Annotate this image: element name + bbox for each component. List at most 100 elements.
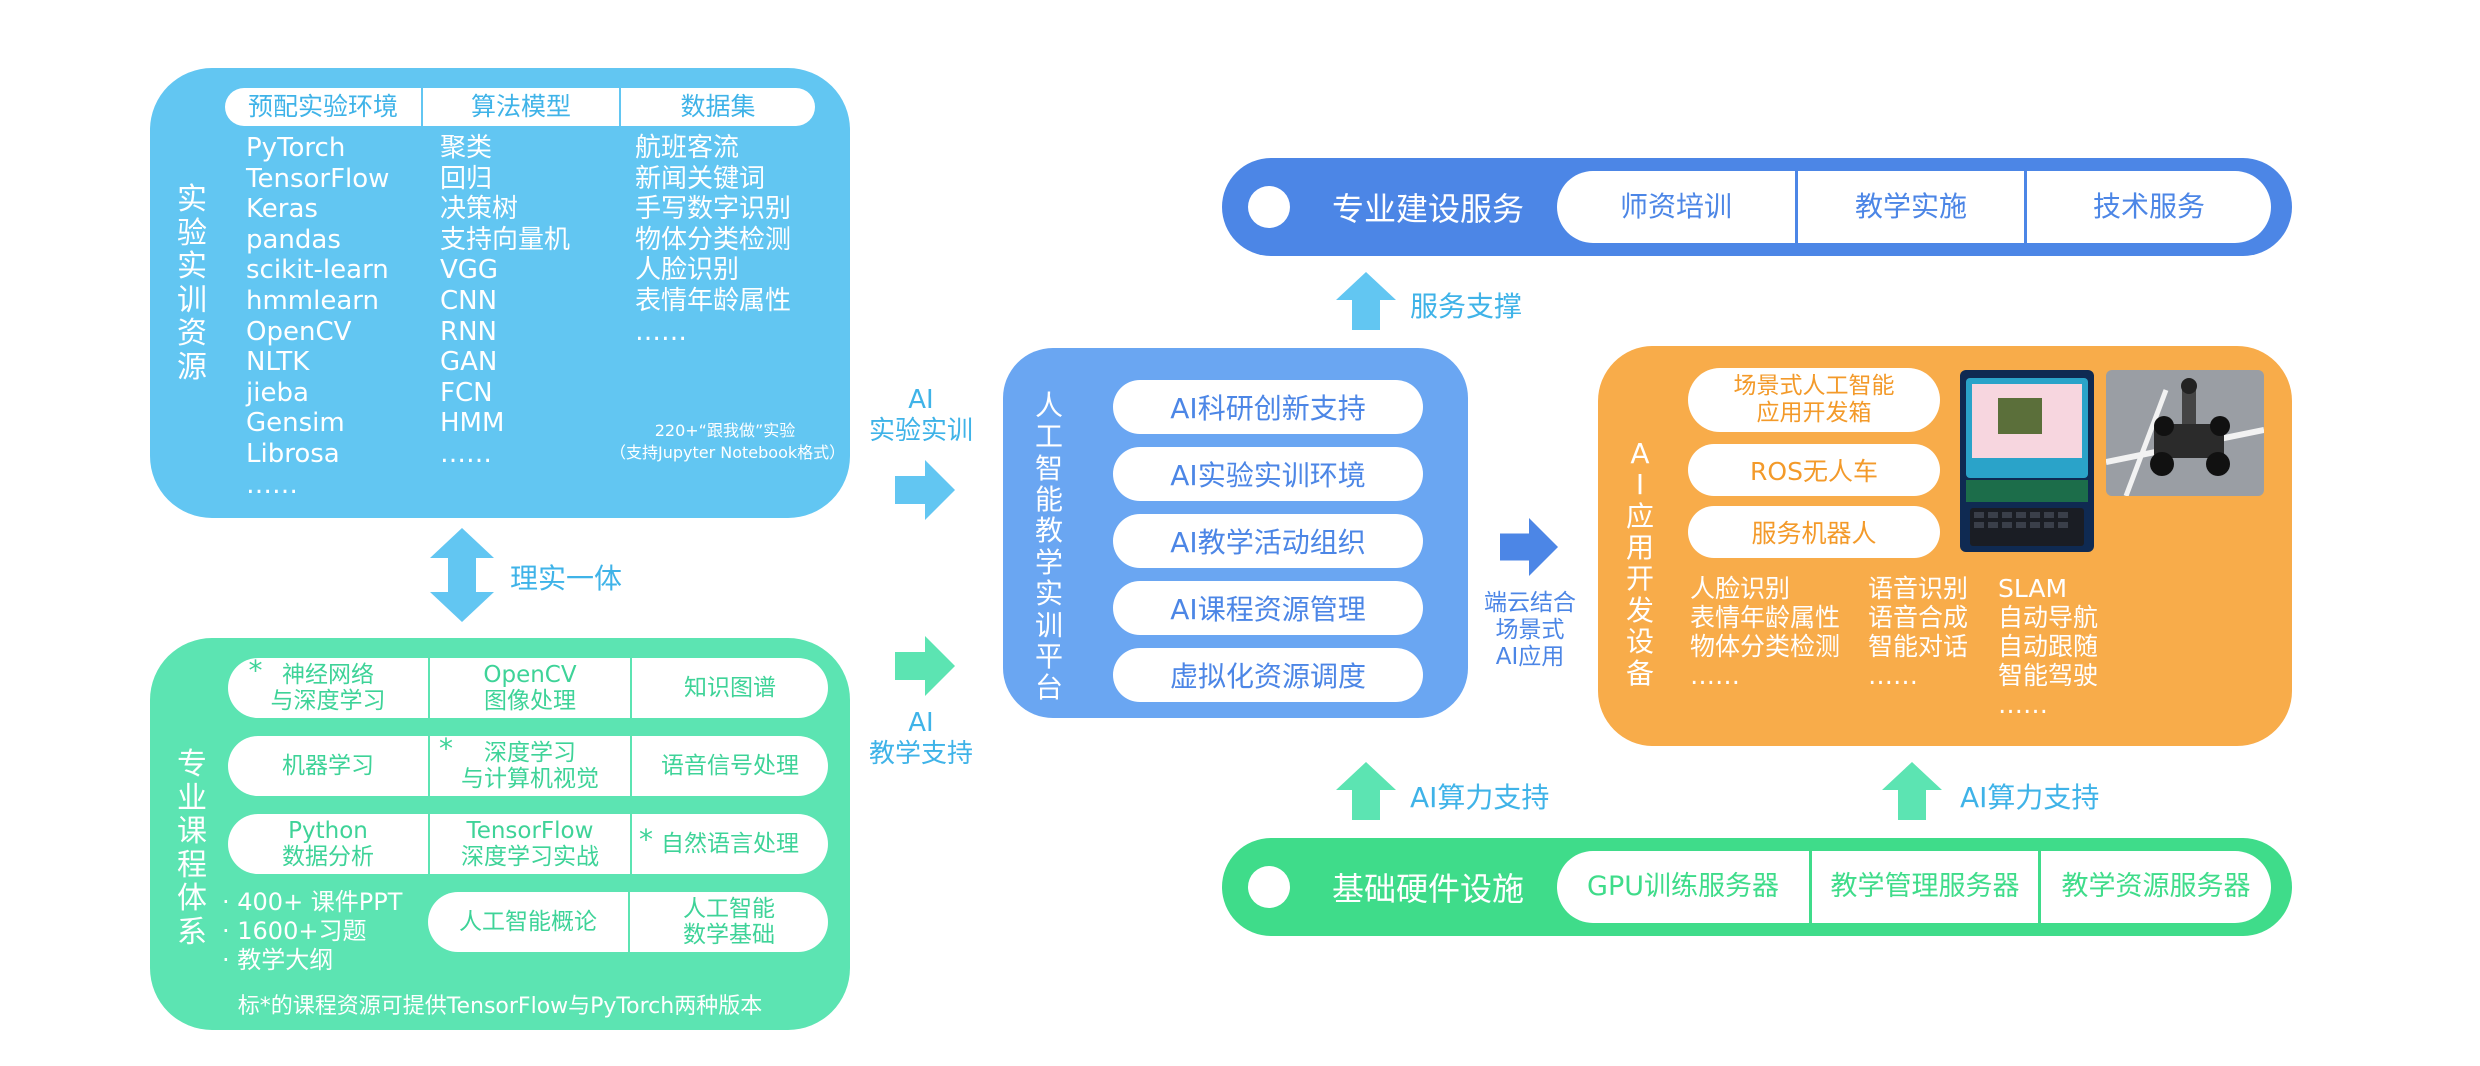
c-r1-2: 知识图谱 bbox=[684, 675, 776, 701]
c-r1-1: OpenCV 图像处理 bbox=[483, 662, 576, 714]
list-item: FCN bbox=[440, 377, 493, 408]
link-label: 理实一体 bbox=[510, 562, 623, 595]
list-item: scikit-learn bbox=[246, 255, 389, 286]
list-item: jieba bbox=[246, 377, 309, 408]
platform-item[interactable]: AI教学活动组织 bbox=[1113, 514, 1423, 568]
device-scene-box[interactable]: 场景式人工智能 应用开发箱 bbox=[1688, 368, 1940, 432]
list-item: HMM bbox=[440, 408, 505, 439]
hardware-items: GPU训练服务器 教学管理服务器 教学资源服务器 bbox=[1557, 851, 2271, 923]
service-training[interactable]: 师资培训 bbox=[1557, 171, 1798, 243]
course-ai-intro[interactable]: 人工智能概论 bbox=[428, 892, 630, 952]
list-item: NLTK bbox=[246, 347, 310, 378]
vertical-char: 智 bbox=[1034, 451, 1063, 485]
service-teaching[interactable]: 教学实施 bbox=[1798, 171, 2027, 243]
course-speech[interactable]: 语音信号处理 bbox=[632, 736, 828, 796]
double-arrow-icon bbox=[430, 528, 494, 622]
scene-label: 端云结合 场景式 AI应用 bbox=[1484, 590, 1576, 670]
list-item: …… bbox=[246, 469, 298, 500]
platform-item[interactable]: AI实验实训环境 bbox=[1113, 447, 1423, 501]
platform-item[interactable]: AI科研创新支持 bbox=[1113, 380, 1423, 434]
c-r2-1: *深度学习 与计算机视觉 bbox=[439, 736, 599, 792]
list-item: …… bbox=[1690, 661, 1740, 690]
device-service-robot[interactable]: 服务机器人 bbox=[1688, 506, 1940, 558]
list-item: 智能对话 bbox=[1868, 632, 1969, 661]
c-r4-1: 人工智能 数学基础 bbox=[683, 896, 775, 948]
list-item: CNN bbox=[440, 285, 498, 316]
course-opencv[interactable]: OpenCV 图像处理 bbox=[430, 658, 632, 718]
course-label: 知识图谱 bbox=[684, 675, 776, 701]
c-r2-0: 机器学习 bbox=[282, 753, 374, 779]
star-icon: * bbox=[639, 823, 653, 856]
list-item: 手写数字识别 bbox=[635, 194, 792, 225]
list-item: 回归 bbox=[440, 163, 493, 194]
service-tech[interactable]: 技术服务 bbox=[2092, 189, 2205, 223]
major-items: 师资培训 教学实施 技术服务 bbox=[1557, 171, 2271, 243]
vertical-char: 能 bbox=[1034, 483, 1063, 517]
c-r1-0: *神经网络 与深度学习 bbox=[249, 658, 386, 714]
vertical-char: A bbox=[1630, 437, 1650, 470]
right-arrow-icon bbox=[895, 460, 955, 520]
device-list-2: 语音识别语音合成智能对话…… bbox=[1868, 574, 1968, 690]
vertical-char: 实 bbox=[1034, 577, 1063, 611]
course-ai-math[interactable]: 人工智能 数学基础 bbox=[630, 892, 828, 952]
list-item: 决策树 bbox=[440, 194, 519, 225]
course-label: TensorFlow 深度学习实战 bbox=[461, 818, 599, 870]
c-r3-2: * 自然语言处理 bbox=[639, 826, 799, 858]
list-item: 物体分类检测 bbox=[1690, 632, 1841, 661]
arrow-label-bottom: AI 教学支持 bbox=[868, 708, 973, 769]
course-nn[interactable]: *神经网络 与深度学习 bbox=[228, 658, 430, 718]
list-item: hmmlearn bbox=[246, 285, 379, 316]
vertical-char: 教 bbox=[1034, 514, 1063, 548]
course-python[interactable]: Python 数据分析 bbox=[228, 814, 430, 874]
vertical-char: 训 bbox=[177, 282, 207, 318]
course-nlp[interactable]: * 自然语言处理 bbox=[632, 814, 828, 874]
list-item: 新闻关键词 bbox=[635, 163, 766, 194]
major-bar: 专业建设服务 师资培训 教学实施 技术服务 bbox=[1222, 158, 2292, 256]
course-ml[interactable]: 机器学习 bbox=[228, 736, 430, 796]
vertical-char: 台 bbox=[1034, 671, 1063, 705]
vertical-char: 设 bbox=[1625, 625, 1654, 659]
course-label: 自然语言处理 bbox=[661, 831, 799, 857]
right-arrow-icon bbox=[1500, 518, 1558, 576]
hardware-title: 基础硬件设施 bbox=[1332, 870, 1525, 908]
courses-panel: 专业课程体系 *神经网络 与深度学习 OpenCV 图像处理 知识图谱 机器学习… bbox=[150, 638, 850, 1030]
course-label: 语音信号处理 bbox=[661, 753, 799, 779]
vertical-char: 人 bbox=[1034, 389, 1063, 422]
course-kg[interactable]: 知识图谱 bbox=[632, 658, 828, 718]
course-label: 神经网络 与深度学习 bbox=[270, 662, 386, 714]
compute-label-1: AI算力支持 bbox=[1410, 781, 1550, 814]
device-ros-car[interactable]: ROS无人车 bbox=[1688, 444, 1940, 496]
header-env: 预配实验环境 bbox=[225, 88, 423, 126]
course-row-2: 机器学习 *深度学习 与计算机视觉 语音信号处理 bbox=[228, 736, 828, 796]
platform-item[interactable]: 虚拟化资源调度 bbox=[1113, 648, 1423, 702]
hw-resource[interactable]: 教学资源服务器 bbox=[2061, 871, 2251, 903]
up-arrow-icon bbox=[1336, 762, 1396, 820]
major-title: 专业建设服务 bbox=[1332, 190, 1525, 228]
vertical-char: 实 bbox=[177, 182, 207, 217]
list-item: 表情年龄属性 bbox=[1690, 603, 1841, 632]
list-item: OpenCV bbox=[246, 316, 352, 347]
course-tf[interactable]: TensorFlow 深度学习实战 bbox=[430, 814, 632, 874]
dataset-list: 航班客流新闻关键词手写数字识别物体分类检测人脸识别表情年龄属性…… bbox=[635, 133, 791, 347]
platform-item[interactable]: AI课程资源管理 bbox=[1113, 581, 1423, 635]
list-item: 语音识别 bbox=[1868, 574, 1969, 603]
list-item: 物体分类检测 bbox=[635, 224, 792, 255]
course-cv[interactable]: *深度学习 与计算机视觉 bbox=[430, 736, 632, 796]
list-item: 支持向量机 bbox=[440, 224, 571, 255]
list-item: pandas bbox=[246, 224, 341, 255]
c-r3-1: TensorFlow 深度学习实战 bbox=[461, 818, 599, 870]
dev-kit-photo bbox=[1960, 370, 2094, 552]
dev-car-photo bbox=[2106, 370, 2264, 496]
vertical-char: 系 bbox=[177, 914, 207, 950]
vertical-char: 体 bbox=[177, 881, 207, 917]
course-label: Python 数据分析 bbox=[282, 818, 374, 870]
hw-gpu[interactable]: GPU训练服务器 bbox=[1557, 851, 1812, 923]
hw-mgmt[interactable]: 教学管理服务器 bbox=[1812, 851, 2041, 923]
course-row-4: 人工智能概论 人工智能 数学基础 bbox=[428, 892, 828, 952]
list-item: 航班客流 bbox=[635, 133, 740, 163]
header-models: 算法模型 bbox=[423, 88, 621, 126]
